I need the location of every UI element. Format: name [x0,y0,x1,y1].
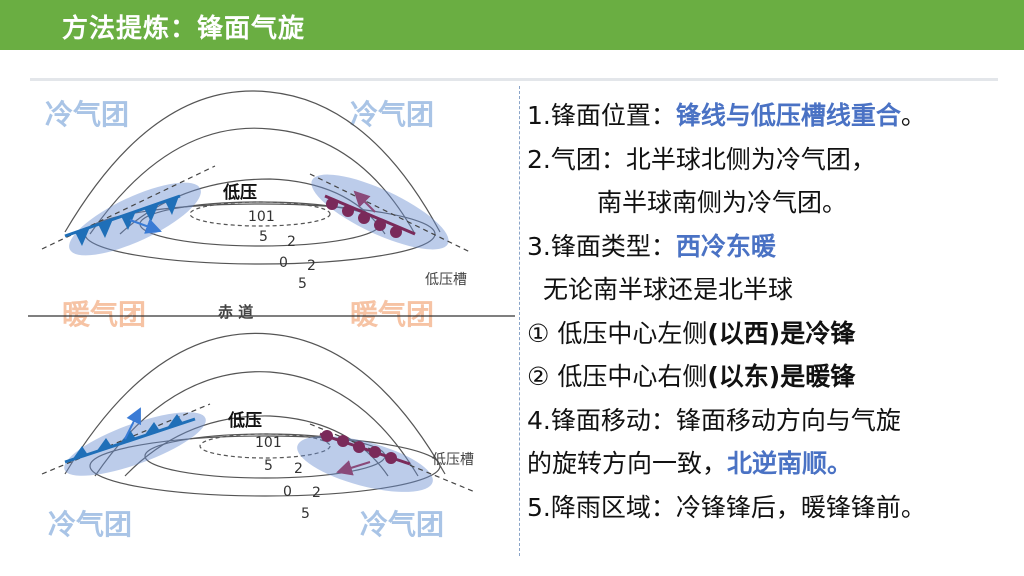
top-cold-triangle [121,211,136,230]
note-line-9: 的旋转方向一致，北逆南顺。 [527,442,1017,486]
bottom-isobar-label: 101 [255,435,282,451]
bottom-isobar-3 [89,435,441,497]
note-text: ② 低压中心右侧 [527,362,708,391]
bottom-cold-triangle [144,422,160,436]
bottom-low-label: 低压 [227,410,262,431]
top-isobar-label: 101 [248,209,275,225]
bottom-warm-semicircle [385,452,397,464]
top-isobar-label: 5 [298,276,307,292]
note-line-10: 5.降雨区域：冷锋锋后，暖锋锋前。 [527,492,926,522]
top-warm-semicircle [358,212,370,224]
bottom-warm-move-arrow [336,460,371,476]
top-warm-semicircle [326,198,338,210]
bottom-warm-semicircle [369,446,381,458]
page-title: 方法提炼：锋面气旋 [62,14,306,44]
top-warm-mass-right: 暖气团 [350,298,434,331]
bottom-cold-triangle [96,438,112,452]
note-line-8: 4.锋面移动：锋面移动方向与气旋 [527,405,901,435]
top-isobar-label: 0 [279,255,288,271]
notes-panel: 1.锋面位置：锋线与低压槽线重合。 2.气团：北半球北侧为冷气团， 南半球南侧为… [527,94,1017,529]
top-warm-semicircle [342,205,354,217]
note-line-2: 2.气团：北半球北侧为冷气团， [527,144,876,174]
top-warm-mass-left: 暖气团 [62,298,146,331]
note-text: 。 [900,101,926,130]
vertical-divider [519,86,520,556]
top-cold-triangle [98,219,113,238]
bottom-trough-label: 低压槽 [432,452,474,468]
top-warm-semicircle [390,226,402,238]
bottom-isobar-label: 5 [301,506,310,522]
note-highlight: 西冷东暖 [675,231,776,261]
bottom-diagram: 低压 101 5 2 0 2 5 低压槽 冷气团 冷气团 [41,332,476,541]
bottom-warm-semicircle [353,441,365,453]
note-bold: (以东)是暖锋 [707,362,856,391]
bottom-isobar-label: 2 [312,485,321,501]
note-text: ① 低压中心左侧 [527,318,708,348]
top-warm-move-arrow [353,190,376,213]
header-bar: 方法提炼：锋面气旋 [0,0,1024,50]
note-line-7: ② 低压中心右侧(以东)是暖锋 [527,355,1017,399]
top-diagram: 冷气团 冷气团 低压 101 5 2 [41,90,471,331]
top-isobar-label: 2 [287,234,296,250]
bottom-cold-front-zone [64,412,206,476]
top-cold-front-zone [69,182,201,256]
top-warm-front-zone [311,174,449,250]
top-cold-triangle [144,203,159,222]
bottom-isobar-label: 2 [294,461,303,477]
top-trough-label: 低压槽 [425,272,467,288]
equator-label: 赤 道 [218,303,253,321]
top-cold-mass-left: 冷气团 [45,98,129,131]
top-cold-mass-right: 冷气团 [350,98,434,131]
top-isobar-label: 5 [259,229,268,245]
note-text: 1.锋面位置： [527,101,676,130]
bottom-warm-semicircle [321,430,333,442]
note-highlight: 北逆南顺。 [727,449,853,478]
top-isobar-label: 2 [307,258,316,274]
top-arc-2 [89,127,416,235]
bottom-trough-line-right [309,423,476,493]
top-cold-triangle [75,227,90,246]
top-low-label: 低压 [222,182,257,203]
note-line-4: 3.锋面类型：西冷东暖 [527,225,1017,269]
note-line-3: 南半球南侧为冷气团。 [597,188,848,217]
top-cold-move-arrow [129,218,162,234]
divider-line [30,78,998,81]
note-bold: (以西)是冷锋 [707,318,856,348]
bottom-cold-move-arrow [124,407,141,440]
frontal-cyclone-diagram: 冷气团 冷气团 低压 101 5 2 [28,90,515,541]
top-warm-semicircle [374,219,386,231]
note-text: 3.锋面类型： [527,231,676,261]
bottom-warm-semicircle [337,435,349,447]
bottom-arc-outer [64,332,446,475]
top-arc-outer [64,90,441,233]
bottom-cold-triangle [72,446,88,460]
bottom-isobar-label: 0 [283,484,292,500]
note-text: 的旋转方向一致， [527,449,728,478]
note-line-6: ① 低压中心左侧(以西)是冷锋 [527,312,1017,356]
note-line-1: 1.锋面位置：锋线与低压槽线重合。 [527,94,1017,138]
note-highlight: 锋线与低压槽线重合 [675,101,901,130]
note-line-5: 无论南半球还是北半球 [543,275,794,304]
bottom-arc-2 [94,371,419,477]
top-trough-line-right [309,173,471,253]
top-cold-triangle [165,196,179,215]
bottom-cold-mass-left: 冷气团 [48,508,132,541]
bottom-isobar-label: 5 [264,458,273,474]
bottom-cold-triangle [167,414,183,428]
bottom-cold-mass-right: 冷气团 [360,508,444,541]
bottom-cold-triangle [120,430,136,444]
